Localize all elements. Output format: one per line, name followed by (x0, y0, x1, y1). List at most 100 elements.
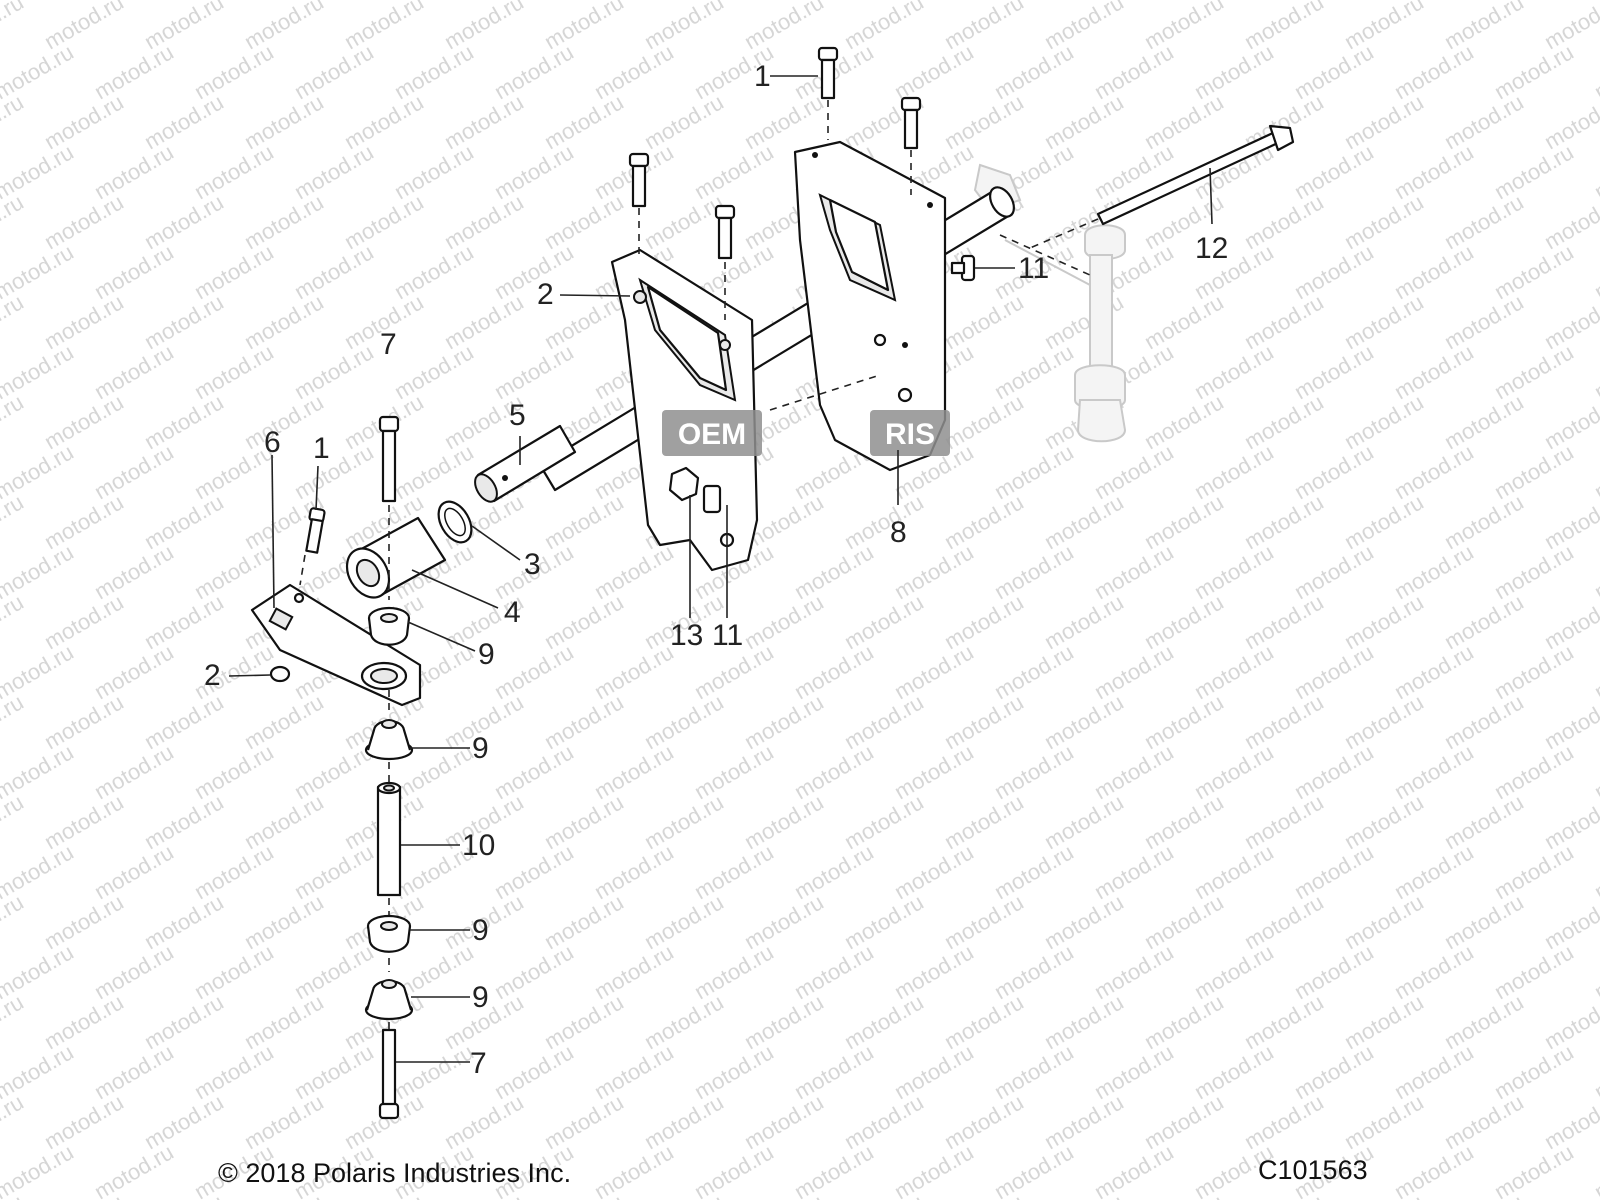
watermark-text: motod.ru (890, 739, 978, 804)
rear-bracket (793, 140, 947, 472)
watermark-text: motod.ru (940, 689, 1028, 754)
watermark-text: motod.ru (790, 1039, 878, 1104)
watermark-text: motod.ru (1540, 389, 1600, 454)
watermark-text: motod.ru (1390, 539, 1478, 604)
watermark-text: motod.ru (640, 989, 728, 1054)
watermark-text: motod.ru (1090, 539, 1178, 604)
watermark-text: motod.ru (40, 389, 128, 454)
watermark-text: motod.ru (790, 1139, 878, 1200)
watermark-text: motod.ru (590, 539, 678, 604)
watermark-text: motod.ru (1440, 1089, 1528, 1154)
watermark-text: motod.ru (940, 289, 1028, 354)
watermark-text: motod.ru (440, 189, 528, 254)
watermark-text: motod.ru (1390, 139, 1478, 204)
watermark-text: motod.ru (540, 89, 628, 154)
watermark-text: motod.ru (1340, 789, 1428, 854)
watermark-text: motod.ru (1390, 639, 1478, 704)
watermark-text: motod.ru (990, 1139, 1078, 1200)
watermark-text: motod.ru (690, 139, 778, 204)
watermark-text: motod.ru (840, 889, 928, 954)
watermark-text: motod.ru (240, 1089, 328, 1154)
watermark-text: motod.ru (240, 889, 328, 954)
callout-numbers: 1 1 2 2 3 4 5 6 7 7 8 9 9 9 9 10 11 11 1… (204, 60, 1228, 1080)
watermark-text: motod.ru (840, 689, 928, 754)
watermark-text: motod.ru (940, 89, 1028, 154)
watermark-text: motod.ru (1490, 839, 1578, 904)
watermark-text: motod.ru (1390, 939, 1478, 1004)
watermark-text: motod.ru (40, 289, 128, 354)
watermark-text: motod.ru (1240, 1189, 1328, 1200)
watermark-text: motod.ru (40, 789, 128, 854)
watermark-text: motod.ru (1540, 789, 1600, 854)
watermark-text: motod.ru (740, 1189, 828, 1200)
grommet-4 (364, 979, 414, 1021)
watermark-text: motod.ru (1540, 889, 1600, 954)
watermark-text: motod.ru (1490, 939, 1578, 1004)
watermark-text: motod.ru (1590, 839, 1600, 904)
watermark-text: motod.ru (1090, 939, 1178, 1004)
watermark-text: motod.ru (690, 939, 778, 1004)
watermark-text: motod.ru (990, 339, 1078, 404)
watermark-text: motod.ru (140, 389, 228, 454)
grommet-2 (364, 719, 414, 761)
watermark-text: motod.ru (540, 789, 628, 854)
watermark-text: motod.ru (290, 439, 378, 504)
watermark-text: motod.ru (90, 39, 178, 104)
watermark-text: motod.ru (340, 189, 428, 254)
watermark-text: motod.ru (590, 639, 678, 704)
watermark-text: motod.ru (640, 689, 728, 754)
watermark-text: motod.ru (590, 39, 678, 104)
watermark-text: motod.ru (140, 1089, 228, 1154)
watermark-text: motod.ru (840, 1189, 928, 1200)
watermark-text: motod.ru (1390, 39, 1478, 104)
watermark-text: motod.ru (1440, 789, 1528, 854)
watermark-text: motod.ru (790, 739, 878, 804)
watermark-text: motod.ru (740, 89, 828, 154)
watermark-text: motod.ru (1040, 989, 1128, 1054)
watermark-text: motod.ru (1490, 39, 1578, 104)
watermark-text: motod.ru (840, 989, 928, 1054)
watermark-text: motod.ru (1190, 839, 1278, 904)
watermark-text: motod.ru (1240, 389, 1328, 454)
watermark-text: motod.ru (1240, 1089, 1328, 1154)
watermark-text: motod.ru (1340, 189, 1428, 254)
watermark-text: motod.ru (490, 339, 578, 404)
watermark-text: motod.ru (890, 639, 978, 704)
watermark-text: motod.ru (1540, 289, 1600, 354)
watermark-text: motod.ru (890, 1039, 978, 1104)
watermark-text: motod.ru (890, 839, 978, 904)
watermark-text: motod.ru (690, 739, 778, 804)
watermark-text: motod.ru (1540, 989, 1600, 1054)
watermark-text: motod.ru (40, 489, 128, 554)
watermark-text: motod.ru (1090, 839, 1178, 904)
watermark-text: motod.ru (240, 289, 328, 354)
watermark-text: motod.ru (990, 739, 1078, 804)
watermark-text: motod.ru (1590, 639, 1600, 704)
watermark-text: motod.ru (1040, 589, 1128, 654)
watermark-text: motod.ru (1190, 439, 1278, 504)
callout-9-d: 9 (472, 981, 489, 1014)
callout-8: 8 (890, 516, 907, 549)
watermark-text: motod.ru (1240, 989, 1328, 1054)
watermark-text: motod.ru (1040, 489, 1128, 554)
watermark-text: motod.ru (1290, 139, 1378, 204)
callout-3: 3 (524, 548, 541, 581)
watermark-text: motod.ru (90, 339, 178, 404)
watermark-text: motod.ru (90, 539, 178, 604)
watermark-text: motod.ru (1240, 889, 1328, 954)
watermark-text: motod.ru (190, 239, 278, 304)
watermark-text: motod.ru (390, 239, 478, 304)
watermark-text: motod.ru (190, 139, 278, 204)
watermark-text: motod.ru (140, 689, 228, 754)
watermark-text: motod.ru (940, 1189, 1028, 1200)
watermark-text: motod.ru (290, 939, 378, 1004)
watermark-text: motod.ru (140, 89, 228, 154)
watermark-text: motod.ru (1540, 89, 1600, 154)
bolt-top (817, 46, 839, 140)
watermark-text: motod.ru (0, 689, 28, 754)
watermark-text: motod.ru (890, 1139, 978, 1200)
watermark-text: motod.ru (1140, 1189, 1228, 1200)
watermark-text: motod.ru (1590, 139, 1600, 204)
watermark-text: motod.ru (1440, 689, 1528, 754)
callout-9-b: 9 (472, 732, 489, 765)
